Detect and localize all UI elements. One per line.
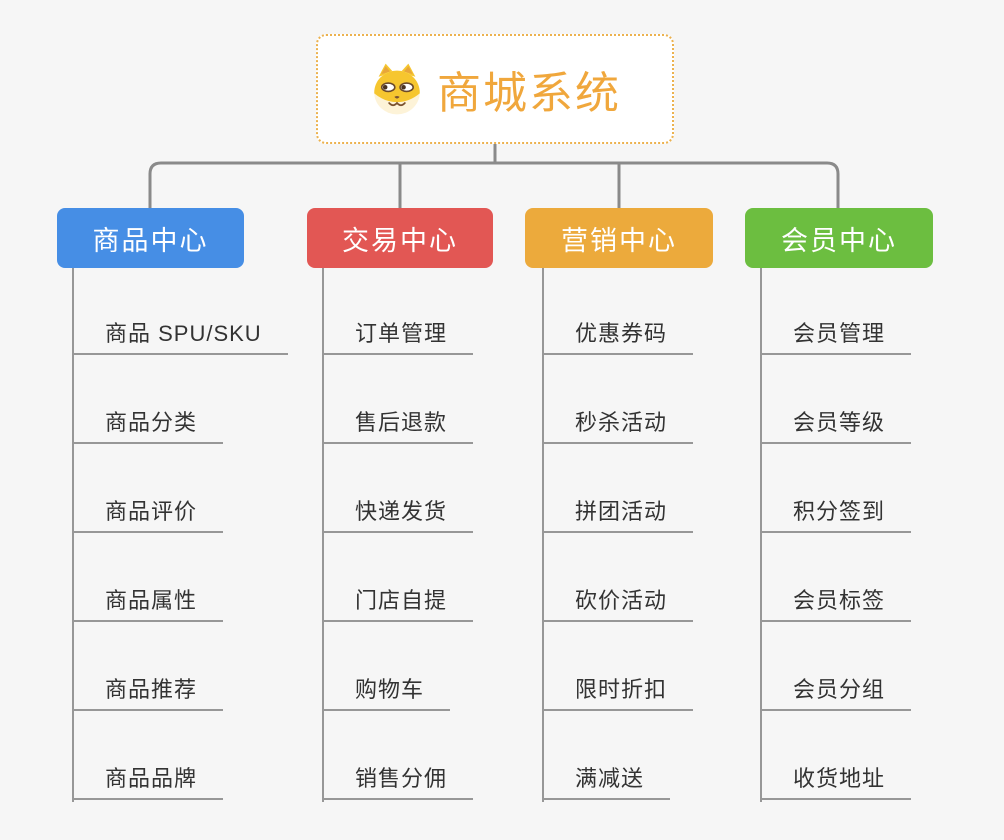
leaf-node[interactable]: 会员等级 (760, 355, 912, 444)
leaf-node[interactable]: 商品 SPU/SKU (72, 266, 288, 355)
leaf-node[interactable]: 秒杀活动 (542, 355, 694, 444)
branch-children-member-center: 会员管理 会员等级 积分签到 会员标签 会员分组 收货地址 (760, 266, 912, 802)
leaf-label: 秒杀活动 (575, 410, 668, 435)
leaf-node[interactable]: 积分签到 (760, 444, 912, 533)
leaf-label: 销售分佣 (355, 766, 448, 791)
leaf-label: 会员标签 (793, 588, 886, 613)
branch-node-trade-center[interactable]: 交易中心 (307, 208, 493, 268)
leaf-node[interactable]: 订单管理 (322, 266, 474, 355)
leaf-node[interactable]: 商品评价 (72, 444, 224, 533)
leaf-label: 收货地址 (793, 766, 886, 791)
leaf-node[interactable]: 售后退款 (322, 355, 474, 444)
leaf-label: 门店自提 (355, 588, 448, 613)
leaf-node[interactable]: 销售分佣 (322, 711, 474, 800)
leaf-node[interactable]: 快递发货 (322, 444, 474, 533)
leaf-label: 商品属性 (105, 588, 198, 613)
leaf-node[interactable]: 商品属性 (72, 533, 224, 622)
leaf-label: 商品分类 (105, 410, 198, 435)
leaf-label: 会员分组 (793, 677, 886, 702)
leaf-label: 购物车 (355, 677, 425, 702)
connector-bus-line (148, 161, 840, 208)
branch-node-member-center[interactable]: 会员中心 (745, 208, 933, 268)
leaf-label: 订单管理 (355, 321, 448, 346)
leaf-node[interactable]: 砍价活动 (542, 533, 694, 622)
leaf-label: 积分签到 (793, 499, 886, 524)
leaf-node[interactable]: 商品推荐 (72, 622, 224, 711)
branch-children-trade-center: 订单管理 售后退款 快递发货 门店自提 购物车 销售分佣 (322, 266, 474, 802)
branch-node-product-center[interactable]: 商品中心 (57, 208, 244, 268)
leaf-label: 会员管理 (793, 321, 886, 346)
leaf-label: 快递发货 (355, 499, 448, 524)
branch-node-marketing-center[interactable]: 营销中心 (525, 208, 713, 268)
leaf-label: 商品推荐 (105, 677, 198, 702)
branch-label: 交易中心 (342, 225, 458, 256)
leaf-node[interactable]: 会员分组 (760, 622, 912, 711)
leaf-label: 优惠券码 (575, 321, 668, 346)
leaf-label: 售后退款 (355, 410, 448, 435)
branch-label: 营销中心 (561, 225, 677, 256)
leaf-node[interactable]: 门店自提 (322, 533, 474, 622)
leaf-node[interactable]: 收货地址 (760, 711, 912, 800)
branch-label: 会员中心 (781, 225, 897, 256)
leaf-node[interactable]: 满减送 (542, 711, 671, 800)
leaf-label: 商品评价 (105, 499, 198, 524)
leaf-label: 满减送 (575, 766, 645, 791)
root-node-label: 商城系统 (437, 69, 621, 118)
leaf-label: 限时折扣 (575, 677, 668, 702)
dog-face-icon (374, 63, 420, 115)
leaf-node[interactable]: 会员标签 (760, 533, 912, 622)
leaf-node[interactable]: 会员管理 (760, 266, 912, 355)
leaf-label: 商品 SPU/SKU (105, 321, 262, 346)
leaf-label: 商品品牌 (105, 766, 198, 791)
leaf-node[interactable]: 购物车 (322, 622, 451, 711)
leaf-label: 会员等级 (793, 410, 886, 435)
leaf-node[interactable]: 商品分类 (72, 355, 224, 444)
root-node[interactable]: 商城系统 (316, 34, 674, 144)
leaf-node[interactable]: 优惠券码 (542, 266, 694, 355)
branch-children-product-center: 商品 SPU/SKU 商品分类 商品评价 商品属性 商品推荐 商品品牌 (72, 266, 288, 802)
leaf-label: 拼团活动 (575, 499, 668, 524)
branch-children-marketing-center: 优惠券码 秒杀活动 拼团活动 砍价活动 限时折扣 满减送 (542, 266, 694, 802)
leaf-node[interactable]: 限时折扣 (542, 622, 694, 711)
branch-label: 商品中心 (92, 225, 209, 256)
leaf-node[interactable]: 拼团活动 (542, 444, 694, 533)
leaf-node[interactable]: 商品品牌 (72, 711, 224, 800)
leaf-label: 砍价活动 (575, 588, 668, 613)
